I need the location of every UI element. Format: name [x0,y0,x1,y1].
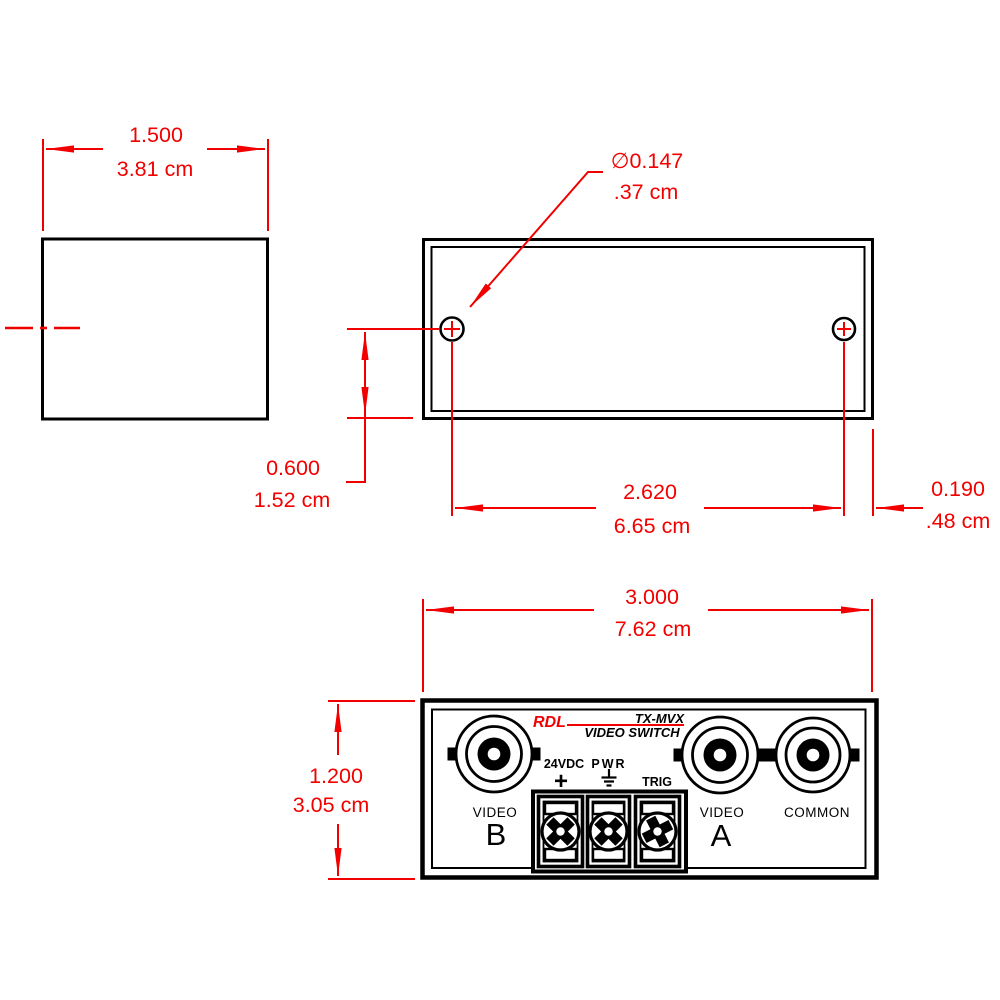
hole-side-offset-inches: 0.190 [931,477,985,501]
terminal-plus-symbol: + [554,768,568,795]
hole-edge-offset-dimension: 0.600 1.52 cm [254,328,440,512]
screw-terminal-1 [536,794,585,869]
ground-symbol-icon [601,769,617,787]
hole-edge-offset-cm: 1.52 cm [254,488,330,512]
front-width-dimension: 3.000 7.62 cm [422,585,873,692]
hole-edge-offset-inches: 0.600 [266,456,320,480]
hole-diameter-cm: .37 cm [614,180,679,204]
side-view: 1.500 3.81 cm [5,123,269,421]
video-b-letter: B [486,817,507,852]
mounting-hole-right [831,316,857,342]
screw-terminal-2 [585,794,632,869]
side-width-cm: 3.81 cm [117,157,193,181]
brand-logo-text: RDL [533,714,566,731]
mounting-hole-left [439,316,465,342]
bnc-connector-common [766,716,860,794]
hole-spacing-cm: 6.65 cm [614,514,690,538]
video-a-label: VIDEO [700,805,745,820]
terminal-trig-label: TRIG [642,775,672,789]
bnc-connector-video-a [673,715,767,795]
panel-branding: RDL TX-MVX VIDEO SWITCH [533,711,685,740]
front-height-cm: 3.05 cm [293,793,369,817]
model-number: TX-MVX [635,711,685,726]
video-b-label: VIDEO [473,805,518,820]
hole-spacing-dimension: 2.620 6.65 cm [451,342,845,538]
product-name: VIDEO SWITCH [584,725,680,740]
hole-diameter-callout: ∅0.147 .37 cm [469,149,684,308]
terminal-pwr-label: PWR [591,757,626,771]
top-view: ∅0.147 .37 cm 0.600 1.52 cm 2.620 6.65 c… [254,149,991,538]
side-width-inches: 1.500 [129,123,183,147]
terminal-24vdc-label: 24VDC [544,757,584,771]
side-view-width-dimension: 1.500 3.81 cm [42,123,269,231]
front-width-cm: 7.62 cm [615,617,691,641]
terminal-block [531,789,688,874]
front-height-dimension: 1.200 3.05 cm [293,700,415,880]
screw-terminal-3 [633,794,682,869]
front-view: 3.000 7.62 cm 1.200 3.05 cm RDL TX-MVX V… [293,585,879,880]
hole-diameter-inches: ∅0.147 [611,149,684,173]
hole-side-offset-dimension: 0.190 .48 cm [872,429,991,533]
hole-spacing-inches: 2.620 [623,480,677,504]
video-a-letter: A [711,818,732,853]
bnc-connector-video-b [447,714,541,794]
hole-side-offset-cm: .48 cm [926,509,991,533]
top-view-outline [422,238,874,420]
common-label: COMMON [784,805,850,820]
front-width-inches: 3.000 [625,585,679,609]
front-height-inches: 1.200 [309,764,363,788]
